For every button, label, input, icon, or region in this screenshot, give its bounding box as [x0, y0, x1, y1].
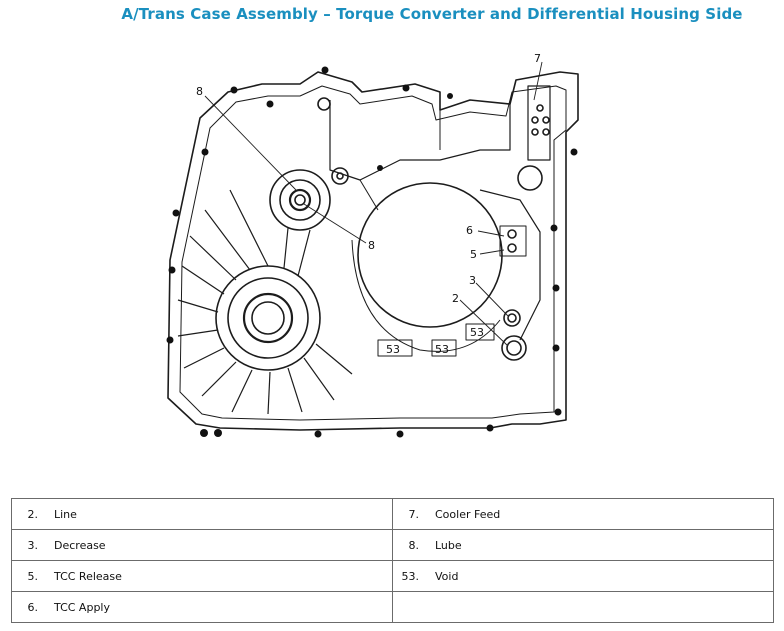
- legend-label: TCC Apply: [54, 600, 110, 614]
- differential-bore: [215, 265, 321, 371]
- shaft-bore: [269, 169, 331, 231]
- callout-53-left: 53: [386, 343, 400, 356]
- legend-label: Lube: [435, 538, 462, 552]
- transmission-case-drawing: 8 8 7 6 5 3 2 53 53 53: [166, 52, 579, 438]
- legend-number: 5.: [27, 569, 39, 583]
- legend-number: 8.: [408, 538, 420, 552]
- callout-7: 7: [534, 52, 541, 65]
- callout-53-center: 53: [435, 343, 449, 356]
- legend-cell: 3. Decrease: [11, 529, 393, 561]
- legend-number: 3.: [27, 538, 39, 552]
- callout-2: 2: [452, 292, 459, 305]
- legend-label: Decrease: [54, 538, 106, 552]
- legend-label: Cooler Feed: [435, 507, 501, 521]
- legend-cell: 6. TCC Apply: [11, 591, 393, 623]
- callout-5: 5: [470, 248, 477, 261]
- legend-number: 2.: [27, 507, 39, 521]
- legend-table: 2. Line 7. Cooler Feed 3. Decrease 8. Lube 5…: [11, 498, 774, 623]
- legend-cell: 2. Line: [11, 498, 393, 530]
- callout-3: 3: [469, 274, 476, 287]
- legend-label: Line: [54, 507, 77, 521]
- legend-cell: 53. Void: [392, 560, 774, 592]
- legend-cell: 5. TCC Release: [11, 560, 393, 592]
- legend-label: Void: [435, 569, 459, 583]
- page-title: A/Trans Case Assembly – Torque Converter…: [121, 5, 743, 23]
- converter-bore: [357, 182, 503, 328]
- callout-8-upper: 8: [196, 85, 203, 98]
- legend-number: 53.: [401, 569, 420, 583]
- legend-row: 3. Decrease 8. Lube: [11, 529, 774, 561]
- legend-number: 6.: [27, 600, 39, 614]
- callout-8-lower: 8: [368, 239, 375, 252]
- legend-cell: 8. Lube: [392, 529, 774, 561]
- legend-row: 2. Line 7. Cooler Feed: [11, 498, 774, 530]
- callout-53-right: 53: [470, 326, 484, 339]
- legend-row: 6. TCC Apply: [11, 591, 774, 623]
- legend-row: 5. TCC Release 53. Void: [11, 560, 774, 592]
- legend-cell: 7. Cooler Feed: [392, 498, 774, 530]
- legend-number: 7.: [408, 507, 420, 521]
- legend-cell: [392, 591, 774, 623]
- legend-label: TCC Release: [54, 569, 122, 583]
- callout-6: 6: [466, 224, 473, 237]
